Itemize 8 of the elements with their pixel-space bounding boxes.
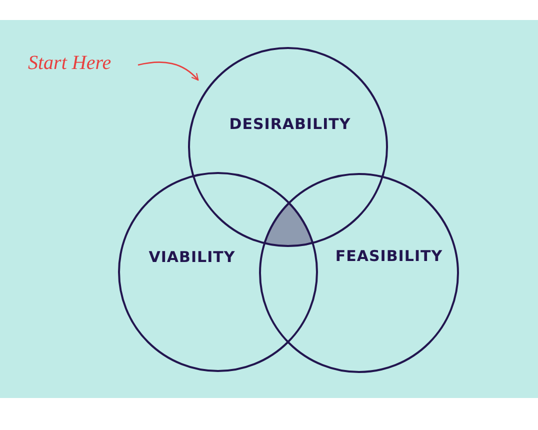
venn-circle xyxy=(259,173,459,373)
venn-circle xyxy=(118,172,318,372)
handwritten-note: Start Here xyxy=(28,52,112,75)
circle-label: FEASIBILITY xyxy=(335,247,443,265)
curved-arrow xyxy=(138,62,199,81)
venn-circle xyxy=(188,47,388,247)
circle-label: VIABILITY xyxy=(148,248,236,266)
circle-label: DESIRABILITY xyxy=(229,115,351,133)
